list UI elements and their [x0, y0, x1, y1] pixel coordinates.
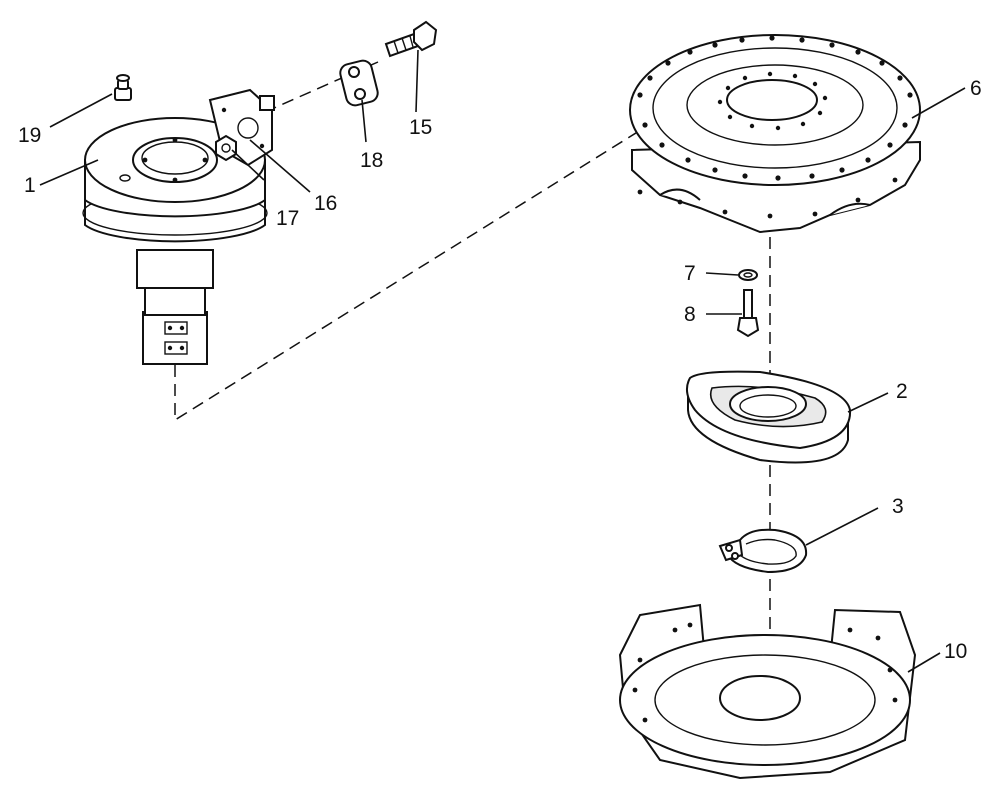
callout-1: 1: [24, 174, 36, 197]
part-18-link-plate: [339, 59, 379, 107]
callout-3: 3: [892, 495, 904, 518]
part-7-washer: [738, 269, 758, 281]
part-8-bolt: [736, 289, 760, 338]
callout-17: 17: [276, 207, 299, 230]
callout-15: 15: [409, 116, 432, 139]
callout-6: 6: [970, 77, 982, 100]
rotor-inner-holes: [717, 71, 828, 131]
rotor-outer-holes: [637, 35, 913, 219]
callout-8: 8: [684, 303, 696, 326]
callout-7: 7: [684, 262, 696, 285]
callout-2: 2: [896, 380, 908, 403]
part-19-grease-nipple: [114, 74, 132, 101]
part-15-bolt: [384, 20, 438, 58]
part-2-hub: [685, 370, 852, 464]
callout-19: 19: [18, 124, 41, 147]
part-3-circlip: [718, 528, 808, 574]
callout-labels: 19 1 17 16 18 15 6 7 8 2 3 10: [18, 77, 982, 663]
part-6-rotor-disc: [629, 34, 921, 234]
callout-10: 10: [944, 640, 967, 663]
leader-lines: [39, 49, 966, 673]
callout-16: 16: [314, 192, 337, 215]
part-1-gearbox-housing: [82, 88, 275, 365]
callout-18: 18: [360, 149, 383, 172]
part-10-disc-cover: [618, 603, 917, 780]
